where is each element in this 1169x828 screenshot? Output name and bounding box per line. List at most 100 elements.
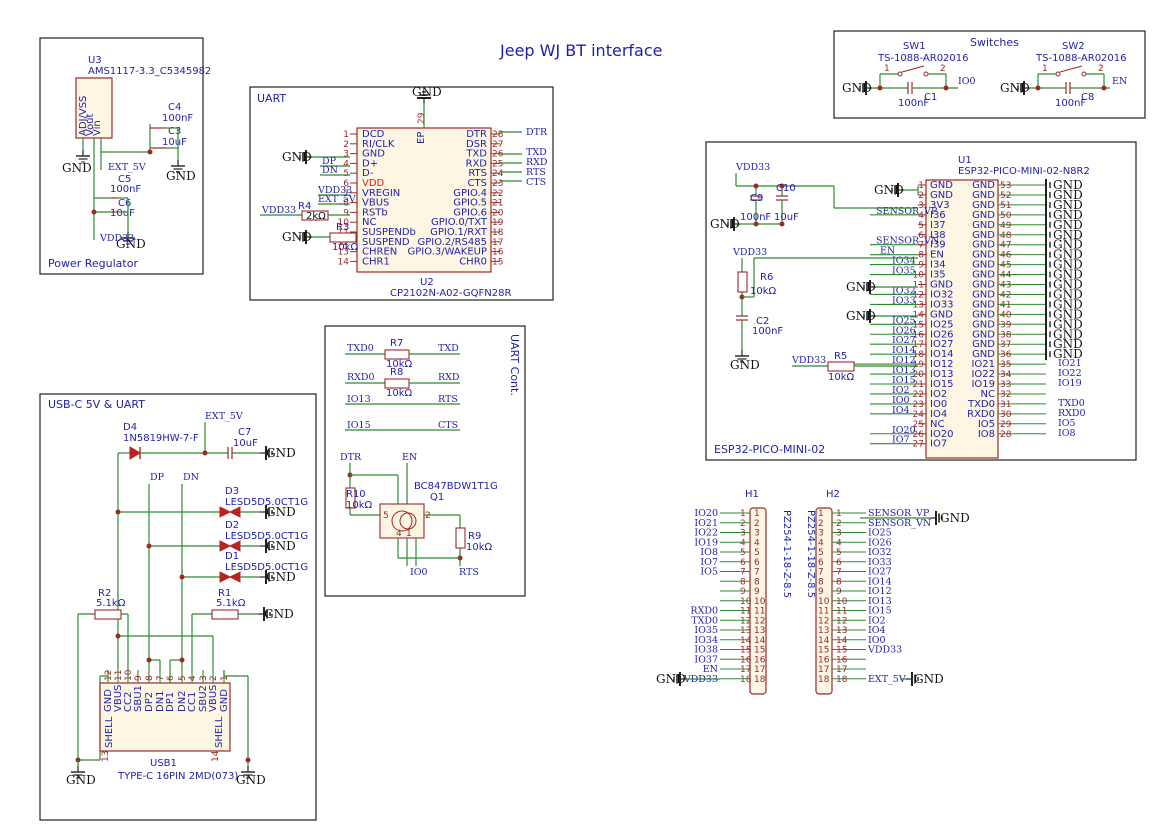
u1-pin-label: IO33 xyxy=(930,299,954,310)
r10-value: 10kΩ xyxy=(346,500,373,511)
u1-pin-num: 27 xyxy=(913,440,924,450)
u1-pin-label: IO14 xyxy=(930,349,954,360)
r7-value: 10kΩ xyxy=(386,359,413,370)
u1-pin-num: 13 xyxy=(913,300,924,310)
u2-pin-label: RSTb xyxy=(362,207,388,218)
h2-net-label: IO33 xyxy=(868,557,892,568)
h2-pin-num: 12 xyxy=(836,616,847,626)
u1-net-label: IO12 xyxy=(892,355,916,366)
gnd-label: GND xyxy=(1053,208,1083,222)
u1-net-label: IO2 xyxy=(892,385,910,396)
u2-pin-label: CHR0 xyxy=(459,256,487,267)
usb1-ref: USB1 xyxy=(150,758,177,769)
gnd-label: GND xyxy=(730,358,760,372)
u1-pin-label: GND xyxy=(972,270,995,281)
h1-pin-num: 5 xyxy=(754,548,760,558)
gnd-label: GND xyxy=(1053,278,1083,292)
u2-pin-num: 25 xyxy=(492,159,503,169)
h2-pin-num: 15 xyxy=(836,646,847,656)
h2-net-label: IO32 xyxy=(868,547,892,558)
sw2-ref: SW2 xyxy=(1062,41,1085,52)
h1-pin-num: 5 xyxy=(740,548,746,558)
svg-text:5: 5 xyxy=(383,511,389,521)
gnd-label: GND xyxy=(1053,188,1083,202)
u2-pin-label: GPIO.2/RS485 xyxy=(418,237,488,248)
u2-pin-num: 21 xyxy=(492,199,503,209)
svg-text:1: 1 xyxy=(406,529,412,539)
gnd-label: GND xyxy=(656,672,686,686)
u2-pin-label: GPIO.0/TXT xyxy=(431,217,488,228)
ext5v-label: EXT_5V xyxy=(108,162,146,173)
h1-pin-num: 9 xyxy=(754,587,760,597)
u2-pin-num: 15 xyxy=(492,257,503,267)
h2-pin-num: 12 xyxy=(818,616,829,626)
gnd-label: GND xyxy=(1053,198,1083,212)
h1-pin-num: 4 xyxy=(754,538,760,548)
gnd-label: GND xyxy=(264,607,294,621)
usb1-pins: 12GND11VBUS10CC29SBU18DP27DN16DP15DN24CC… xyxy=(103,669,230,712)
sw1-value: TS-1088-AR02016 xyxy=(877,53,969,64)
usb1-pin-label: CC1 xyxy=(187,692,198,712)
usb1-pin-num: 8 xyxy=(145,675,155,681)
io13-net: IO13 xyxy=(347,394,371,405)
u1-pin-label: GND xyxy=(930,180,953,191)
u2-pin-label: CHR1 xyxy=(362,256,390,267)
svg-text:13: 13 xyxy=(101,751,111,762)
usb1-pin-num: 4 xyxy=(188,675,198,681)
h1-ref: H1 xyxy=(745,489,759,500)
u1-pin-num: 42 xyxy=(1000,290,1011,300)
u1-pin-label: GND xyxy=(972,220,995,231)
h1-pin-num: 12 xyxy=(754,616,765,626)
u1-pin-label: IO25 xyxy=(930,319,954,330)
h2-pin-num: 5 xyxy=(836,548,842,558)
u1-pin-num: 11 xyxy=(913,281,924,291)
h1-pin-num: 8 xyxy=(740,577,746,587)
c8-ref: C8 xyxy=(1081,92,1094,103)
u2-pin-num: 5 xyxy=(343,169,349,179)
c2-ref: C2 xyxy=(756,316,769,327)
u1-pin-num: 37 xyxy=(1000,340,1011,350)
r8-ref: R8 xyxy=(390,367,403,378)
u1-net-label: IO8 xyxy=(1058,428,1076,439)
gnd-label: GND xyxy=(1053,307,1083,321)
gnd-label: GND xyxy=(1053,287,1083,301)
u1-pin-label: GND xyxy=(972,299,995,310)
h2-pin-num: 16 xyxy=(836,655,848,665)
dtr-net: DTR xyxy=(340,452,362,463)
h1-pin-num: 4 xyxy=(740,538,746,548)
usb1-shell-right: SHELL xyxy=(214,716,225,748)
u1-pin-label: GND xyxy=(972,180,995,191)
u2-pin-num: 10 xyxy=(338,218,350,228)
u2-pin-label: D+ xyxy=(362,158,378,169)
h2-pin-num: 4 xyxy=(836,538,842,548)
u1-pin-num: 12 xyxy=(913,290,924,300)
u2-pin-num: 2 xyxy=(343,140,349,150)
u1-pin-num: 20 xyxy=(913,370,925,380)
u1-pin-label: IO19 xyxy=(971,379,995,390)
u1-net-label: SENSOR_VN xyxy=(876,236,939,247)
gnd-label: GND xyxy=(412,85,442,99)
h2-value: PZ254-1-18-Z-8.5 xyxy=(805,510,816,598)
u1-pin-label: IO5 xyxy=(978,419,995,430)
h1-pin-num: 12 xyxy=(740,616,751,626)
u1-pin-num: 43 xyxy=(1000,281,1011,291)
u1-net-label: IO21 xyxy=(1058,358,1082,369)
usb1-pin-num: 9 xyxy=(134,675,144,681)
u2-pin-num: 9 xyxy=(343,208,349,218)
d2-ref: D2 xyxy=(225,520,239,531)
usb1-pin-num: 2 xyxy=(209,675,219,681)
u1-body xyxy=(925,179,999,459)
usb1-pin-label: CC2 xyxy=(123,692,134,712)
h1-pin-num: 18 xyxy=(754,675,766,685)
h2-net-label: IO12 xyxy=(868,586,892,597)
h2-pin-num: 8 xyxy=(818,577,824,587)
r3-ref: R3 xyxy=(336,222,349,233)
u1-pin-num: 47 xyxy=(1000,241,1011,251)
uart-cont-label: UART Cont. xyxy=(508,334,521,396)
u1-pin-num: 40 xyxy=(1000,310,1012,320)
u1-pin-label: IO8 xyxy=(978,429,995,440)
h2-pin-num: 17 xyxy=(836,665,847,675)
u2-pin-label: GPIO.1/RXT xyxy=(430,227,488,238)
